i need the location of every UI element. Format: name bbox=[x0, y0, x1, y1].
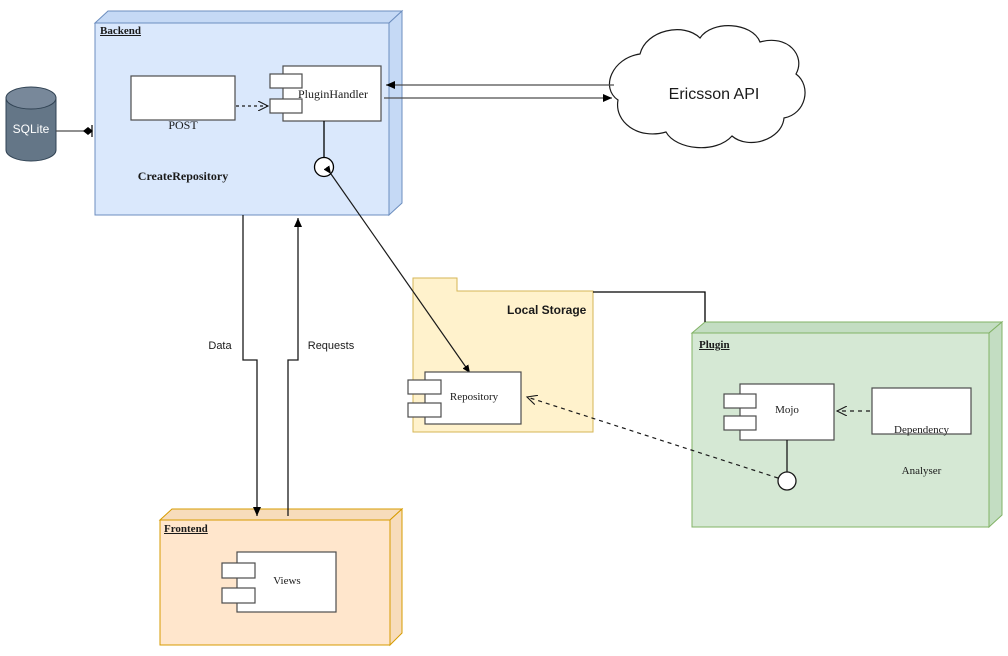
edge-frontend-to-backend-requests bbox=[287, 218, 302, 516]
edge-local-storage-to-plugin bbox=[593, 291, 706, 322]
ericsson-api-cloud[interactable] bbox=[608, 25, 806, 149]
backend-provided-interface-icon[interactable] bbox=[313, 156, 335, 178]
mojo-component[interactable] bbox=[723, 383, 835, 441]
post-create-repository-box[interactable] bbox=[130, 75, 236, 121]
dependency-analyser-box[interactable] bbox=[871, 387, 972, 435]
edge-backend-interface-to-repository bbox=[323, 165, 471, 374]
edge-backend-to-frontend-data bbox=[242, 215, 261, 516]
sqlite-database[interactable] bbox=[5, 86, 57, 162]
edge-plugin-interface-to-repository bbox=[527, 397, 779, 479]
views-component[interactable] bbox=[221, 551, 337, 613]
plugin-handler-component[interactable] bbox=[269, 65, 382, 122]
repository-component[interactable] bbox=[407, 371, 522, 425]
plugin-provided-interface-icon[interactable] bbox=[777, 471, 797, 491]
edge-database-endpoint bbox=[83, 127, 93, 135]
